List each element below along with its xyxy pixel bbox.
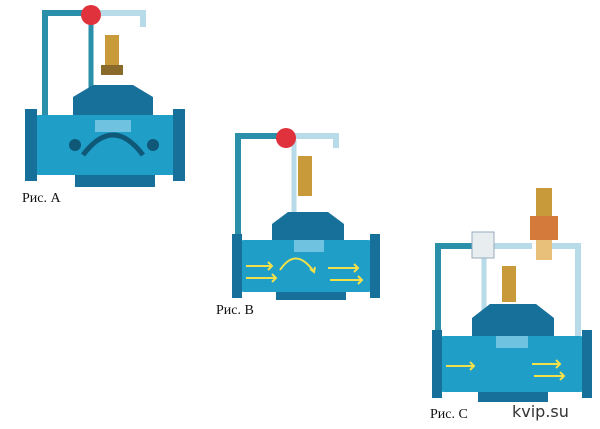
watermark: kvip.su [512,402,569,421]
valve-bonnet [272,212,344,240]
caption-figure-b: Рис. B [216,303,254,318]
valve-bonnet [73,85,153,115]
strainer-icon [471,231,495,259]
caption-figure-c: Рис. C [430,407,468,422]
valve-body [438,336,586,392]
valve-stem-icon [105,35,119,71]
valve-stem-icon [502,266,516,302]
valve-stem-icon [298,156,312,196]
figure-c [432,186,592,404]
flow-arrows [446,359,566,381]
pressure-pilot-icon [530,216,558,240]
figure-b [232,128,380,300]
pilot-spring-icon [536,188,552,218]
pilot-valve-icon [81,5,101,25]
caption-figure-a: Рис. А [22,191,61,206]
valve-body [33,115,185,175]
valve-bonnet [472,304,554,336]
flow-arrows [246,257,364,285]
valve-diagram-c [432,188,592,402]
control-pipe-right [290,133,339,148]
pilot-valve-icon [276,128,296,148]
valve-diagram-b [232,128,380,300]
figure-a [25,5,185,190]
valve-diagram-a [25,5,185,187]
control-pipe-right [85,10,146,27]
